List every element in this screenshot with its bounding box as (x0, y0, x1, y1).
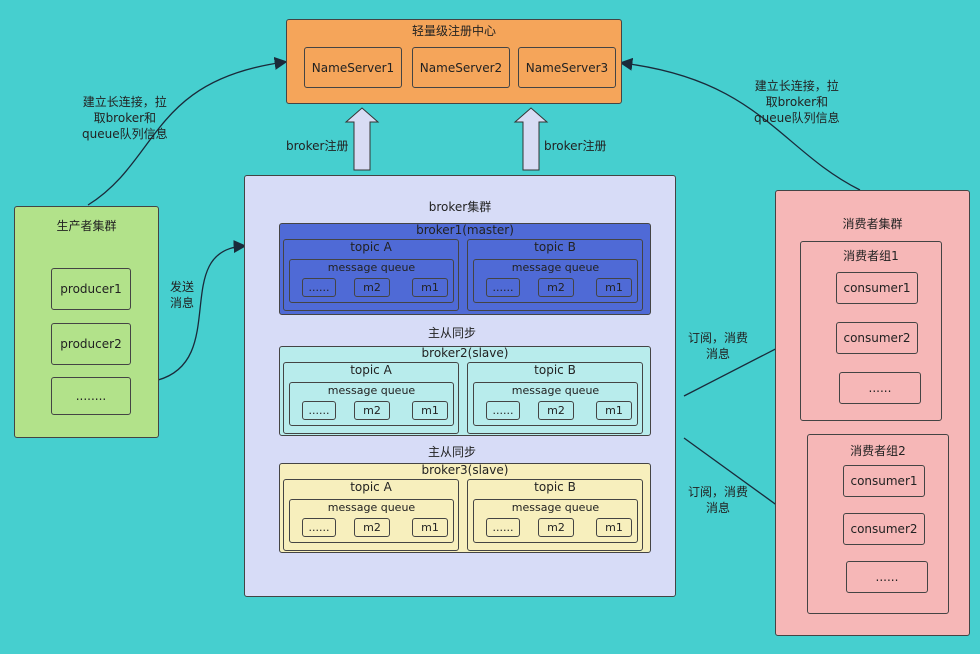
register-label-2: broker注册 (544, 139, 607, 153)
send-message-curve (157, 240, 247, 381)
topic-title: topic B (534, 480, 576, 494)
producer-more[interactable]: ........ (51, 377, 131, 415)
group1-consumer-more[interactable]: ...... (839, 372, 921, 404)
subscribe-label-2: 订阅，消费 消息 (688, 485, 749, 516)
send-message-label: 发送 消息 (170, 280, 195, 311)
message-queue: message queue...... m2 m1 (289, 259, 454, 303)
message-more[interactable]: ...... (486, 401, 520, 420)
message-more[interactable]: ...... (302, 278, 336, 297)
message-m1[interactable]: m1 (412, 278, 448, 297)
broker-1-title: broker1(master) (416, 223, 514, 237)
group1-consumer-1[interactable]: consumer1 (836, 272, 918, 304)
nameserver-3[interactable]: NameServer3 (518, 47, 616, 88)
broker-cluster-title: broker集群 (428, 200, 492, 214)
message-m1[interactable]: m1 (596, 518, 632, 537)
sync-label-1: 主从同步 (427, 326, 476, 340)
message-queue-title: message queue (327, 261, 416, 274)
group2-consumer-1[interactable]: consumer1 (843, 465, 925, 497)
register-arrow-2 (513, 107, 549, 171)
consumer-cluster-title: 消费者集群 (842, 217, 903, 231)
group1-consumer-2[interactable]: consumer2 (836, 322, 918, 354)
message-more[interactable]: ...... (302, 518, 336, 537)
topic-title: topic A (350, 480, 392, 494)
consumer-link-label: 建立长连接，拉 取broker和 queue队列信息 (754, 79, 840, 126)
broker-2-topic-b: topic B message queue...... m2 m1 (467, 362, 643, 434)
broker-3-topic-b: topic B message queue...... m2 m1 (467, 479, 643, 551)
message-more[interactable]: ...... (486, 278, 520, 297)
message-m1[interactable]: m1 (412, 401, 448, 420)
broker-3-title: broker3(slave) (421, 463, 509, 477)
broker-2-title: broker2(slave) (421, 346, 509, 360)
consumer-group-1: 消费者组1 consumer1 consumer2 ...... (800, 241, 942, 421)
group2-consumer-more[interactable]: ...... (846, 561, 928, 593)
topic-title: topic B (534, 363, 576, 377)
sync-label-2: 主从同步 (427, 445, 476, 459)
message-queue-title: message queue (511, 501, 600, 514)
message-queue: message queue...... m2 m1 (289, 499, 454, 543)
message-queue-title: message queue (327, 501, 416, 514)
subscribe-label-1: 订阅，消费 消息 (688, 331, 749, 362)
topic-title: topic A (350, 363, 392, 377)
message-queue: message queue...... m2 m1 (473, 499, 638, 543)
broker-3-topic-a: topic A message queue...... m2 m1 (283, 479, 459, 551)
producer-link-label: 建立长连接，拉 取broker和 queue队列信息 (82, 95, 168, 142)
consumer-group-1-title: 消费者组1 (843, 249, 899, 263)
group2-consumer-2[interactable]: consumer2 (843, 513, 925, 545)
nameserver-1[interactable]: NameServer1 (304, 47, 402, 88)
message-queue: message queue...... m2 m1 (473, 259, 638, 303)
message-more[interactable]: ...... (302, 401, 336, 420)
broker-2: broker2(slave) topic A message queue......… (279, 346, 651, 436)
message-queue: message queue...... m2 m1 (289, 382, 454, 426)
message-m2[interactable]: m2 (354, 278, 390, 297)
message-queue-title: message queue (511, 261, 600, 274)
broker-1: broker1(master) topic A message queue.....… (279, 223, 651, 315)
producer-cluster-title: 生产者集群 (56, 219, 117, 233)
message-m2[interactable]: m2 (354, 518, 390, 537)
producer-2[interactable]: producer2 (51, 323, 131, 365)
register-label-1: broker注册 (286, 139, 349, 153)
message-m1[interactable]: m1 (596, 401, 632, 420)
message-m2[interactable]: m2 (538, 518, 574, 537)
consumer-group-2: 消费者组2 consumer1 consumer2 ...... (807, 434, 949, 614)
consumer-cluster: 消费者集群 消费者组1 consumer1 consumer2 ...... 消… (775, 190, 970, 636)
producer-1[interactable]: producer1 (51, 268, 131, 310)
producer-cluster: 生产者集群 producer1 producer2 ........ (14, 206, 159, 438)
message-m1[interactable]: m1 (596, 278, 632, 297)
message-queue: message queue...... m2 m1 (473, 382, 638, 426)
message-m2[interactable]: m2 (538, 401, 574, 420)
message-queue-title: message queue (511, 384, 600, 397)
topic-title: topic B (534, 240, 576, 254)
consumer-group-2-title: 消费者组2 (850, 444, 906, 458)
broker-1-topic-b: topic B message queue...... m2 m1 (467, 239, 643, 311)
broker-1-topic-a: topic A message queue...... m2 m1 (283, 239, 459, 311)
message-m1[interactable]: m1 (412, 518, 448, 537)
nameserver-2[interactable]: NameServer2 (412, 47, 510, 88)
message-queue-title: message queue (327, 384, 416, 397)
broker-3: broker3(slave) topic A message queue......… (279, 463, 651, 553)
message-more[interactable]: ...... (486, 518, 520, 537)
nameserver-cluster-title: 轻量级注册中心 (411, 24, 496, 38)
nameserver-cluster: 轻量级注册中心 NameServer1 NameServer2 NameServ… (286, 19, 622, 104)
register-arrow-1 (344, 107, 380, 171)
broker-2-topic-a: topic A message queue...... m2 m1 (283, 362, 459, 434)
message-m2[interactable]: m2 (354, 401, 390, 420)
message-m2[interactable]: m2 (538, 278, 574, 297)
topic-title: topic A (350, 240, 392, 254)
